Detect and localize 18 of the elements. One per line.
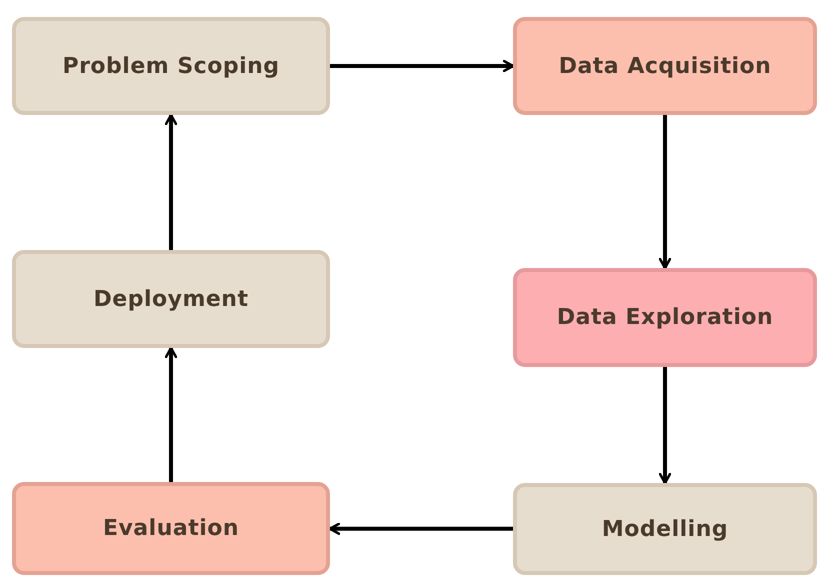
process-box (12, 250, 330, 348)
step-label: Data Exploration (556, 305, 774, 330)
step-label: Modelling (602, 516, 728, 542)
process-box (513, 268, 817, 367)
step-label: Deployment (94, 286, 248, 312)
arrow (164, 114, 178, 250)
arrow (658, 115, 672, 270)
arrow (658, 367, 672, 484)
step-label: Problem Scoping (62, 54, 280, 78)
arrow (164, 346, 178, 482)
process-box (513, 483, 817, 575)
arrow (330, 60, 514, 72)
step-label: Evaluation (102, 516, 240, 541)
process-box (12, 482, 330, 575)
process-box (513, 17, 817, 115)
process-box (12, 17, 330, 115)
arrow (328, 522, 513, 535)
step-label: Data Acquisition (558, 54, 772, 78)
